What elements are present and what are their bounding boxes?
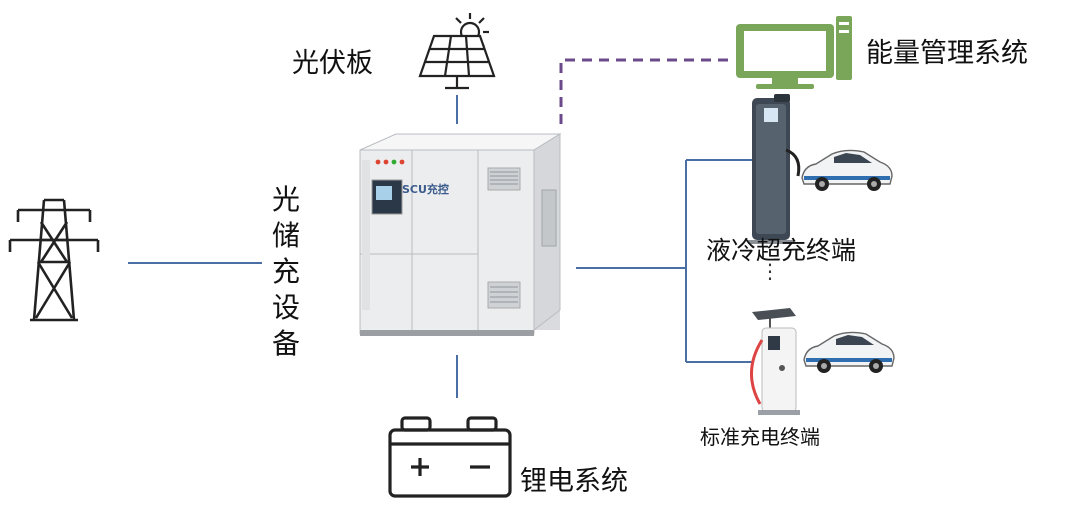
power-tower-icon bbox=[8, 198, 100, 322]
vertical-ellipsis: ⋮ bbox=[760, 259, 780, 283]
device-brand-logo: SCU充控 bbox=[402, 183, 449, 196]
lithium-battery-label: 锂电系统 bbox=[520, 466, 628, 497]
pv-panel-label: 光伏板 bbox=[292, 48, 373, 79]
ems-dashed-link bbox=[559, 58, 728, 124]
standard-terminal-label: 标准充电终端 bbox=[700, 425, 820, 449]
storage-device-label: 光储充设备 bbox=[271, 183, 300, 360]
storage-cabinet bbox=[359, 133, 562, 336]
liquid-cooled-terminal bbox=[748, 94, 801, 244]
ems-label: 能量管理系统 bbox=[866, 38, 1028, 69]
liquid-cooled-terminal-label: 液冷超充终端 bbox=[706, 236, 857, 265]
standard-charging-terminal bbox=[750, 308, 800, 415]
ev-car-icon bbox=[803, 331, 895, 373]
ev-car-icon bbox=[801, 149, 893, 191]
battery-icon bbox=[388, 416, 512, 498]
solar-panel-icon bbox=[418, 13, 496, 90]
connector-lines bbox=[128, 95, 752, 398]
monitor-icon bbox=[736, 16, 852, 89]
